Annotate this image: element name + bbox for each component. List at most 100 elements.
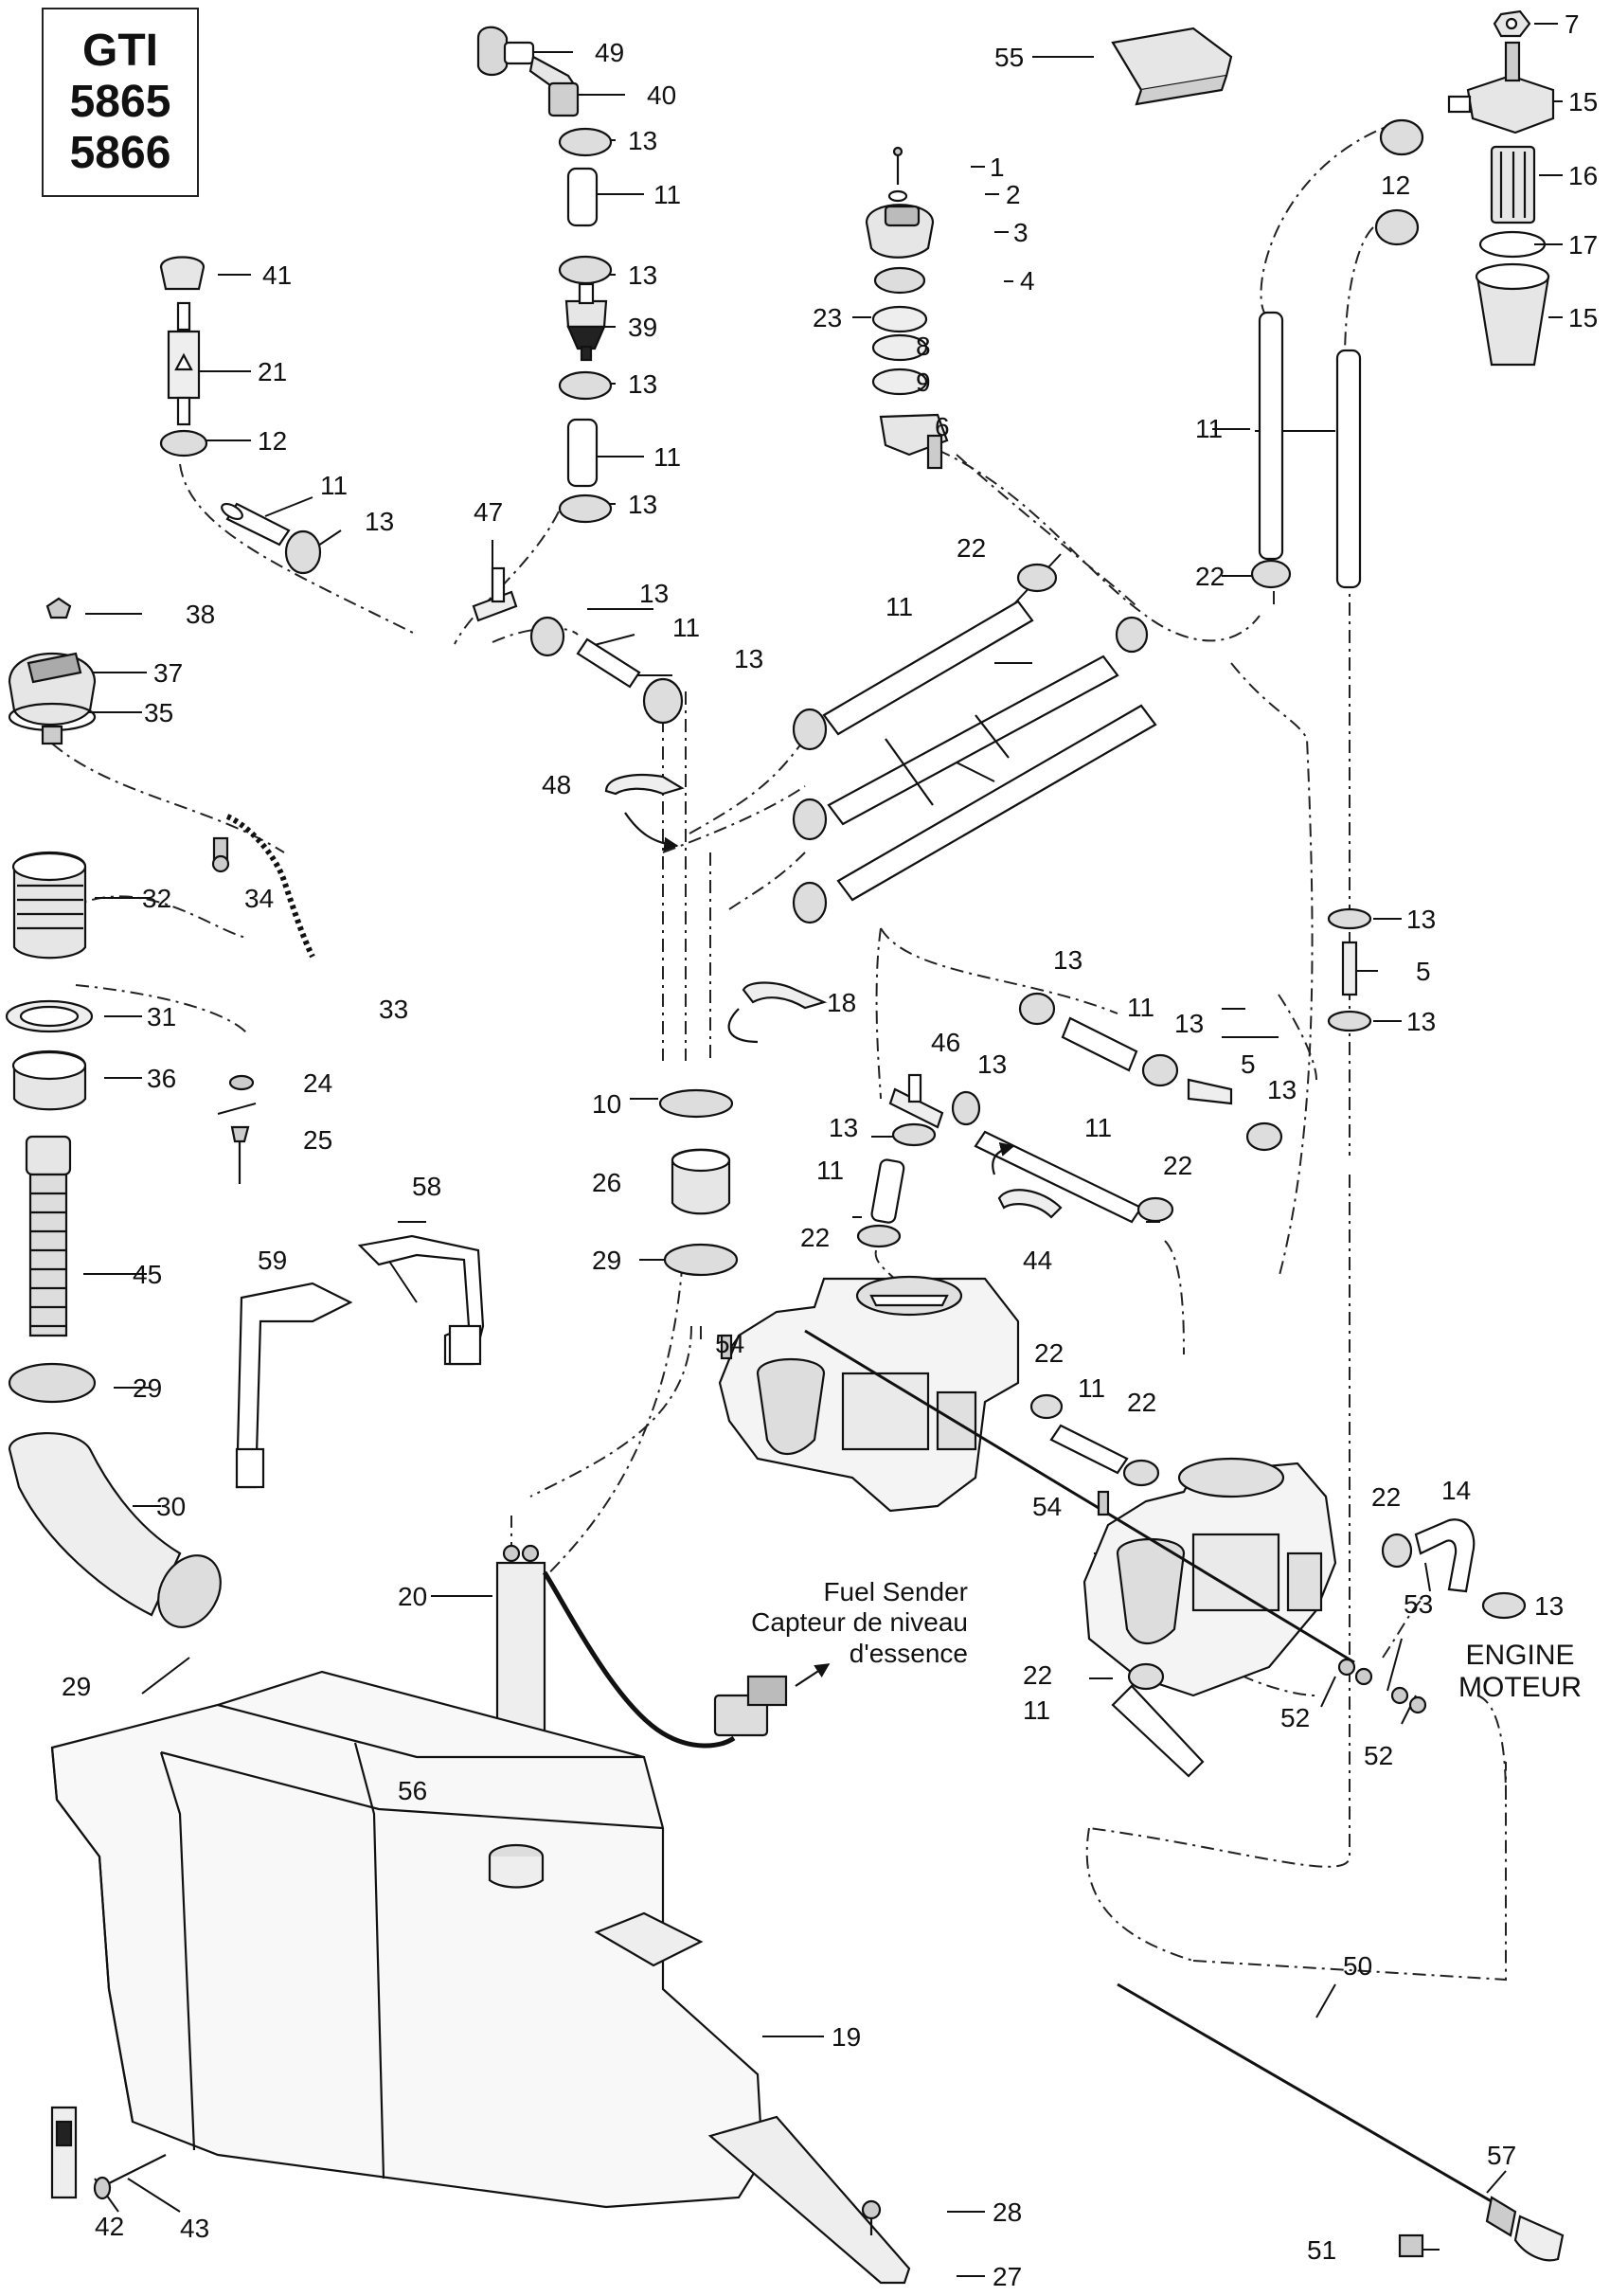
model-number-2: 5866 — [69, 128, 171, 178]
bracket-27 — [707, 2115, 911, 2285]
callout-28: 28 — [993, 2197, 1022, 2227]
clamp-22 — [1381, 1533, 1413, 1569]
callout-13: 13 — [628, 260, 657, 290]
vent-38 — [45, 597, 72, 619]
arrow-18 — [727, 1008, 759, 1044]
callout-18: 18 — [827, 988, 856, 1017]
callout-26: 26 — [592, 1168, 621, 1197]
callout-11: 11 — [1078, 1373, 1105, 1403]
callout-34: 34 — [244, 884, 274, 913]
gas-cap-37 — [8, 652, 97, 726]
tee-fitting-47 — [472, 566, 518, 622]
vertical-hose-11 — [1335, 349, 1362, 589]
clamp-10 — [658, 1088, 734, 1119]
inner-ring-31 — [19, 1005, 80, 1028]
pin-54 — [720, 1334, 733, 1360]
carburetor-left — [718, 1275, 1020, 1513]
callout-52: 52 — [1364, 1741, 1393, 1770]
washer-52 — [1390, 1686, 1409, 1705]
callout-13: 13 — [628, 126, 657, 155]
callout-15: 15 — [1568, 303, 1598, 332]
arrow-48 — [624, 812, 679, 852]
carburetor-right — [1082, 1457, 1337, 1697]
callout-5: 5 — [1416, 957, 1431, 986]
inline-filter-21 — [167, 301, 201, 426]
callout-42: 42 — [95, 2212, 124, 2241]
clamp-22 — [1122, 1459, 1160, 1487]
long-hose-11 — [836, 704, 1157, 902]
strap-58-buckle — [448, 1324, 482, 1366]
washer-23 — [871, 305, 928, 333]
callout-59: 59 — [258, 1246, 287, 1275]
callout-6: 6 — [935, 412, 950, 441]
washer-9 — [871, 368, 928, 396]
cable-tie-44 — [997, 1189, 1063, 1219]
model-name: GTI — [82, 26, 158, 76]
callout-57: 57 — [1487, 2141, 1516, 2170]
screw-1 — [892, 146, 903, 185]
callout-35: 35 — [144, 698, 173, 727]
ring-4 — [873, 266, 926, 295]
callout-27: 27 — [993, 2262, 1022, 2291]
callout-54: 54 — [1032, 1492, 1062, 1521]
clamp-22 — [1136, 1196, 1174, 1223]
model-number-1: 5865 — [69, 77, 171, 127]
callout-8: 8 — [916, 332, 931, 361]
callout-54: 54 — [715, 1329, 744, 1358]
model-number-box: GTI 5865 5866 — [42, 8, 199, 197]
callout-53: 53 — [1404, 1589, 1433, 1619]
clamp-12 — [159, 429, 208, 457]
elbow-fitting-40 — [528, 55, 580, 117]
clamp-29 — [663, 1243, 739, 1277]
hose-11 — [221, 502, 291, 547]
callout-13: 13 — [1267, 1075, 1297, 1104]
tee-fitting-46 — [888, 1073, 944, 1129]
callout-49: 49 — [595, 38, 624, 67]
clamp-12 — [1374, 208, 1420, 246]
callout-labels: 49 40 13 11 13 39 13 11 13 55 7 15 12 16… — [62, 9, 1598, 2291]
callout-44: 44 — [1023, 1246, 1052, 1275]
hose-11 — [1111, 1684, 1205, 1778]
engine-label-en: ENGINE — [1465, 1640, 1574, 1671]
callout-37: 37 — [153, 658, 183, 688]
callout-11: 11 — [1195, 414, 1223, 443]
filler-neck-32 — [11, 852, 87, 960]
clamp-13 — [558, 127, 613, 157]
cable-tie-48 — [604, 774, 685, 796]
valve-body-6 — [879, 413, 949, 470]
callout-46: 46 — [931, 1028, 960, 1057]
callout-5: 5 — [1241, 1049, 1256, 1079]
callout-13: 13 — [829, 1113, 858, 1142]
clamp-13 — [1141, 1053, 1179, 1087]
arrow-44 — [992, 1141, 1015, 1175]
clamp-13 — [1018, 992, 1056, 1026]
washer-52 — [1408, 1695, 1427, 1714]
hose-11 — [576, 637, 641, 689]
clamp-13 — [792, 881, 828, 924]
o-ring-17 — [1478, 230, 1547, 259]
fitting-5 — [1341, 941, 1358, 996]
washer-53 — [1337, 1658, 1356, 1677]
clamp-22 — [1016, 563, 1058, 593]
callout-11: 11 — [672, 613, 700, 642]
callout-24: 24 — [303, 1068, 332, 1098]
clamp-13 — [1481, 1591, 1527, 1620]
hose-11 — [870, 1158, 905, 1224]
callout-21: 21 — [258, 357, 287, 386]
callout-2: 2 — [1006, 180, 1021, 209]
clamp-13 — [1245, 1121, 1283, 1152]
callout-29: 29 — [133, 1373, 162, 1403]
engine-note: ENGINE MOTEUR — [1458, 1640, 1582, 1703]
pin-54 — [1097, 1490, 1110, 1516]
callout-47: 47 — [474, 497, 503, 527]
callout-11: 11 — [886, 592, 913, 621]
rivet-43 — [93, 2154, 167, 2200]
callout-13: 13 — [628, 369, 657, 399]
long-hose-11 — [827, 655, 1119, 826]
callout-13: 13 — [1174, 1009, 1204, 1038]
washer-8 — [871, 333, 928, 362]
callout-13: 13 — [977, 1049, 1007, 1079]
callout-13: 13 — [628, 490, 657, 519]
strap-59-buckle — [235, 1447, 265, 1489]
